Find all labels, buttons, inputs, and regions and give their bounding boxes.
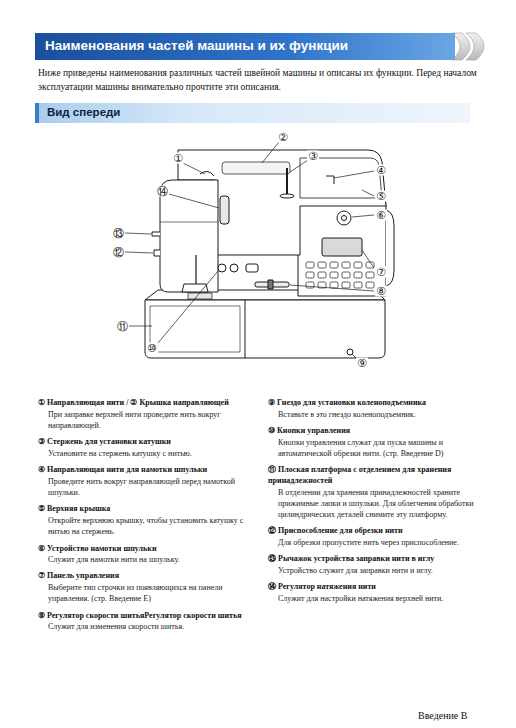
part-description: Для обрезки пропустите нить через приспо… [268,537,476,548]
panel-button [354,272,362,278]
panel-button [342,272,350,278]
part-name: ⑦ Панель управления [38,571,246,582]
title-chevrons [452,33,484,60]
part-description: Служит для настройки натяжения верхней н… [268,593,476,604]
part-name: ① Направляющая нити / ② Крышка направляю… [38,398,246,409]
panel-button [330,262,338,268]
callout-number: ④ [375,165,387,176]
panel-button [342,282,350,288]
part-name: ④ Направляющая нити для намотки шпульки [38,465,246,476]
panel-button [366,282,374,288]
callout-number: ⑪ [116,321,129,332]
part-description: При заправке верхней нити проведите нить… [38,409,246,431]
part-description: Служит для намотки нити на шпульку. [38,554,246,565]
part-description: Выберите тип строчки из появляющихся на … [38,582,246,604]
part-name: ⑧ Регулятор скорости шитьяРегулятор скор… [38,611,246,622]
callout-number: ⑩ [146,343,158,354]
panel-buttons [306,262,374,288]
description-column: ⑨ Гнездо для установки коленоподъемникаВ… [268,392,476,604]
callout-number: ⑦ [375,267,387,278]
panel-button [306,282,314,288]
part-name: ⑭ Регулятор натяжения нити [268,582,476,593]
description-column: ① Направляющая нити / ② Крышка направляю… [38,392,246,633]
part-description: Служит для изменения скорости шитья. [38,621,246,632]
panel-button [366,262,374,268]
panel-button [354,282,362,288]
panel-button [342,262,350,268]
callout-number: ③ [307,151,319,162]
page-footer: Введение B [418,710,467,721]
part-name: ⑨ Гнездо для установки коленоподъемника [268,398,476,409]
panel-button [306,272,314,278]
part-description: В отделении для хранения принадлежностей… [268,487,476,521]
intro-text: Ниже приведены наименования различных ча… [38,67,478,95]
part-name: ⑪ Плоская платформа с отделением для хра… [268,465,476,487]
callout-number: ① [172,153,184,164]
panel-button [354,262,362,268]
panel-button [366,272,374,278]
part-description: Установите на стержень катушку с нитью. [38,448,246,459]
callout-number: ⑥ [375,210,387,221]
panel-button [330,272,338,278]
panel-button [318,262,326,268]
part-name: ⑬ Рычажок устройства заправки нити в игл… [268,554,476,565]
part-description: Проведите нить вокруг направляющей перед… [38,476,246,498]
leader-lines [125,142,392,358]
part-name: ⑫ Приспособление для обрезки нити [268,526,476,537]
part-name: ③ Стержень для установки катушки [38,437,246,448]
part-name: ⑤ Верхняя крышка [38,504,246,515]
panel-button [330,282,338,288]
callout-number: ② [277,132,289,143]
title-banner: Наименования частей машины и их функции [35,33,455,60]
callout-number: ⑧ [375,286,387,297]
part-name: ⑥ Устройство намотки шпульки [38,544,246,555]
callout-number: ⑬ [112,228,125,239]
callout-number: ⑭ [156,186,169,197]
part-description: Откройте верхнюю крышку, чтобы установит… [38,515,246,537]
section-heading: Вид спереди [39,103,470,118]
part-description: Вставьте в это гнездо коленоподъемник. [268,409,476,420]
part-description: Устройство служит для заправки нити и иг… [268,565,476,576]
section-band: Вид спереди [35,103,470,123]
callout-number: ⑨ [356,358,368,369]
callout-number: ⑫ [112,247,125,258]
part-name: ⑩ Кнопки управления [268,426,476,437]
panel-button [318,272,326,278]
panel-button [306,262,314,268]
part-description: Кнопки управления служат для пуска машин… [268,437,476,459]
machine [145,150,394,358]
callout-number: ⑤ [375,191,387,202]
